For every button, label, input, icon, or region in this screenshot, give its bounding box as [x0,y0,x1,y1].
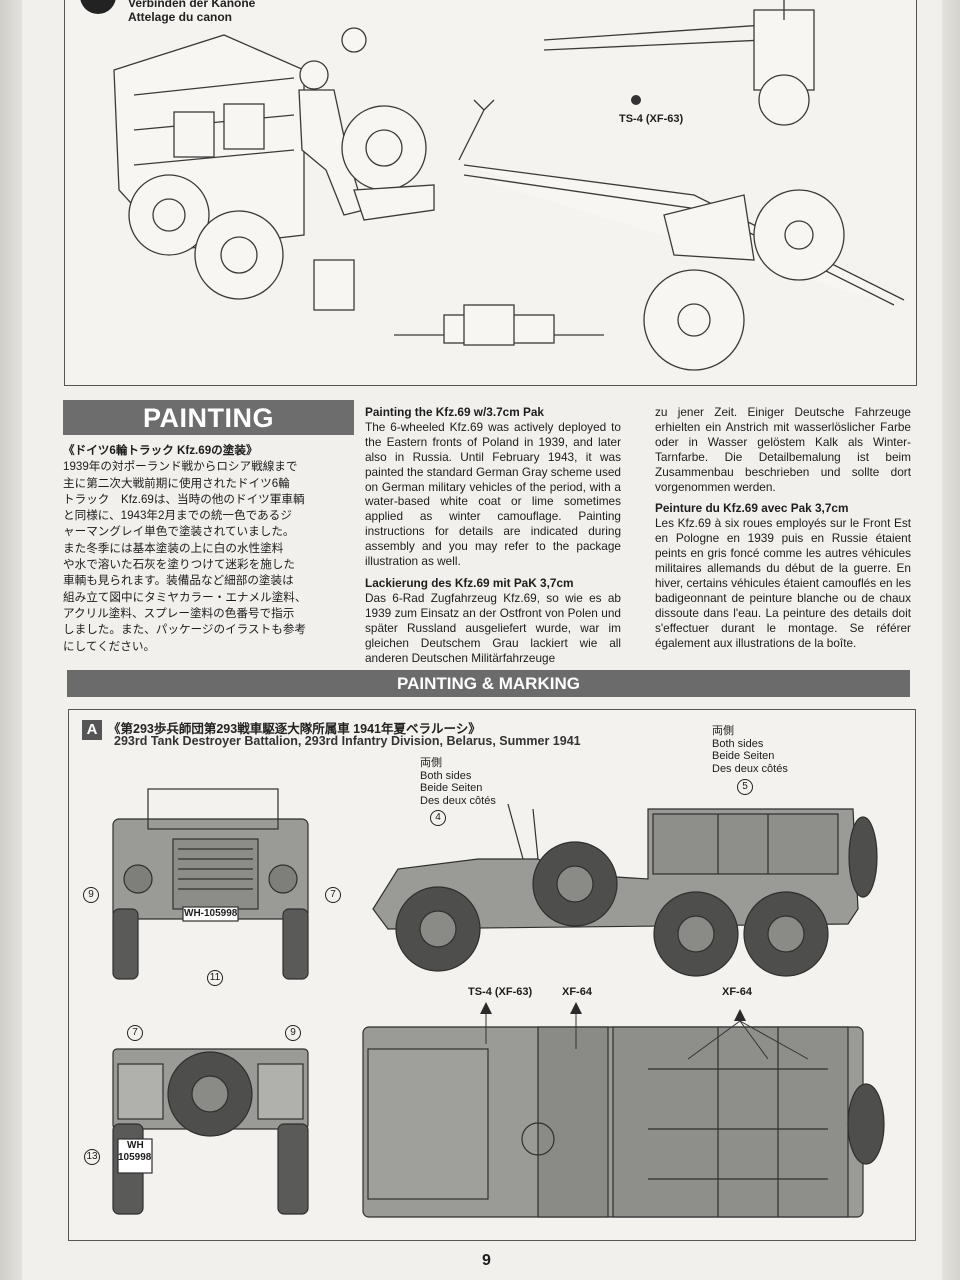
rear-plate-bottom: 105998 [118,1152,152,1163]
german-french-column: zu jener Zeit. Einiger Deutsche Fahrzeug… [655,405,911,658]
paint-marker [631,95,641,105]
german-title: Lackierung des Kfz.69 mit PaK 3,7cm [365,575,574,590]
japanese-line: にしてください。 [63,639,156,653]
german-body: Das 6-Rad Zugfahrzeug Kfz.69, so wie es … [365,590,621,665]
japanese-line: しました。また、パッケージのイラストも参考 [63,623,307,637]
japanese-line: 主に第二次大戦前期に使用されたドイツ6輪 [63,476,290,490]
japanese-text: 《ドイツ6輪トラック Kfz.69の塗装》 1939年の対ポーランド戦からロシア… [63,443,358,655]
japanese-line: 車輌も見られます。装備品など細部の塗装は [63,574,294,588]
french-title: Peinture du Kfz.69 avec Pak 3,7cm [655,501,849,516]
german-body-cont: zu jener Zeit. Einiger Deutsche Fahrzeug… [655,405,911,494]
note-line: Beide Seiten [420,782,483,794]
rear-plate-top: WH [127,1140,144,1151]
note-line: Both sides [712,737,764,750]
crew-head [299,60,329,90]
japanese-line: トラック Kfz.69は、当時の他のドイツ軍車輌 [63,492,305,506]
english-body: The 6-wheeled Kfz.69 was actively deploy… [365,419,621,569]
assembly-illustration [113,0,905,371]
note-line: Beide Seiten [712,750,775,762]
page-number: 9 [482,1252,491,1269]
scheme-caption-jp: 《第293歩兵師団第293戦車駆逐大隊所属車 1941年夏ベラルーシ》 [108,722,481,736]
english-title: Painting the Kfz.69 w/3.7cm Pak [365,405,544,419]
marking-9-rear: 9 [285,1022,301,1041]
japanese-line: また冬季には基本塗装の上に白の水性塗料 [63,541,284,555]
both-sides-note-right: 両側 Both sides Beide Seiten Des deux côté… [712,725,788,775]
step-label: Verbinden der Kanone Attelage du canon [128,0,255,24]
rear-view [112,1048,309,1215]
marking-13: 13 [84,1146,100,1165]
french-body: Les Kfz.69 à six roues employés sur le F… [655,516,911,650]
paint-label-ts4: TS-4 (XF-63) [468,986,533,998]
gun-trails [543,24,765,51]
step-label-de: Verbinden der Kanone [128,0,256,10]
binder-edge [0,0,22,1280]
front-plate: WH-105998 [184,908,238,919]
scheme-letter: A [82,720,102,740]
painting-heading: PAINTING [63,400,354,435]
note-line: Both sides [420,769,472,782]
japanese-line: 組み立て図中にタミヤカラー・エナメル塗料、 [63,590,307,604]
paint-arrow-ts4 [480,1002,492,1014]
step-number-circle [80,0,116,14]
note-line: 両側 [712,725,734,737]
side-view [372,803,878,977]
japanese-line: ャーマングレイ単色で塗装されていました。 [63,525,295,539]
japanese-line: アクリル塗料、スプレー塗料の色番号で指示 [63,606,295,620]
vehicle-views [112,788,885,1218]
japanese-line: 1939年の対ポーランド戦からロシア戦線まで [63,460,298,474]
marking-7-rear: 7 [127,1022,143,1041]
note-line: 両側 [420,757,442,769]
japanese-line: と同様に、1943年2月までの統一色であるジ [63,509,292,523]
marking-7-front: 7 [325,884,341,903]
top-view [362,1026,885,1218]
paint-label-xf64: XF-64 [562,986,592,998]
paint-arrow-xf64 [734,1009,746,1021]
marking-9-front: 9 [83,884,99,903]
marking-11: 11 [207,967,223,986]
front-view [112,788,309,980]
note-line: Des deux côtés [712,762,788,775]
japanese-line: や水で溶いた石灰を塗りつけて迷彩を施した [63,558,295,572]
both-sides-note-left: 両側 Both sides Beide Seiten Des deux côté… [420,757,496,807]
step-label-fr: Attelage du canon [128,10,233,24]
paint-label-xf64: XF-64 [722,986,752,998]
page-edge-right [942,0,960,1280]
marking-4: 4 [430,807,446,826]
scheme-caption-en: 293rd Tank Destroyer Battalion, 293rd In… [114,734,581,748]
japanese-title: 《ドイツ6輪トラック Kfz.69の塗装》 [63,444,258,457]
paint-code-top: TS-4 (XF-63) [619,113,684,125]
paint-arrow-xf64 [570,1002,582,1014]
marking-5: 5 [737,776,753,795]
painting-marking-heading: PAINTING & MARKING [67,670,910,697]
note-line: Des deux côtés [420,794,496,807]
